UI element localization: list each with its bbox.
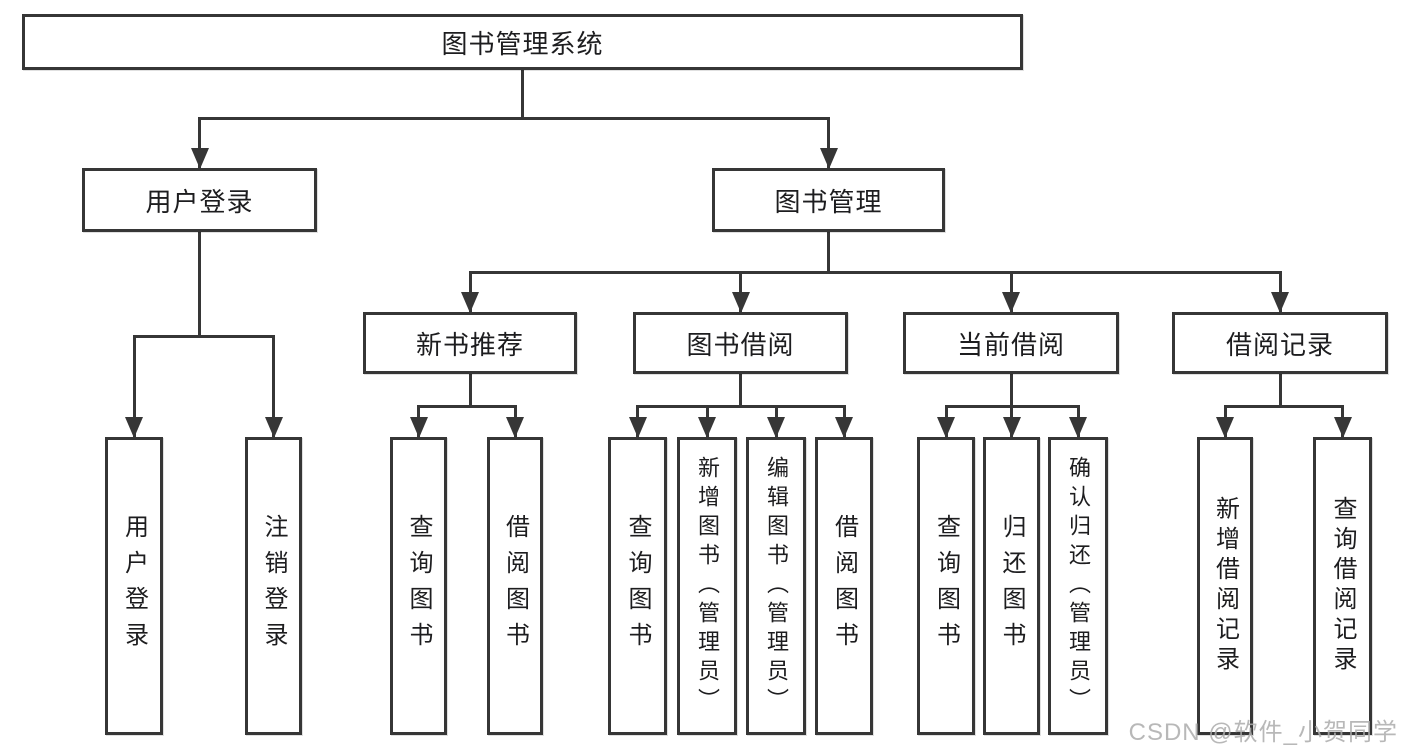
arrowhead-icon	[731, 292, 750, 313]
connector-line	[468, 374, 472, 405]
connector-line	[198, 232, 201, 335]
diagram-node-newbook: 新书推荐	[363, 312, 577, 374]
diagram-node-r1: 新增借阅记录	[1197, 437, 1253, 735]
connector-line	[417, 405, 517, 408]
diagram-node-u2: 注销登录	[245, 437, 302, 735]
node-label: 借阅记录	[1225, 329, 1334, 360]
diagram-node-login: 用户登录	[82, 168, 317, 232]
connector-line	[1009, 374, 1013, 405]
diagram-node-c1: 查询图书	[917, 437, 975, 735]
connector-line	[198, 117, 201, 168]
diagram-node-mgmt: 图书管理	[712, 168, 945, 232]
arrowhead-icon	[1002, 292, 1020, 313]
arrowhead-icon	[835, 417, 853, 438]
csdn-watermark: CSDN @软件_小贺同学	[1128, 719, 1398, 746]
diagram-node-c2: 归还图书	[983, 437, 1040, 735]
diagram-node-n1: 查询图书	[390, 437, 447, 735]
arrowhead-icon	[767, 417, 785, 438]
arrowhead-icon	[819, 148, 838, 169]
connector-line	[1278, 374, 1282, 405]
connector-line	[827, 232, 830, 271]
node-label: 图书管理	[774, 186, 883, 217]
arrowhead-icon	[409, 417, 428, 438]
connector-line	[1009, 271, 1013, 312]
connector-line	[521, 70, 524, 117]
diagram-node-n2: 借阅图书	[487, 437, 543, 735]
diagram-node-c3: 确认归还（管理员）	[1048, 437, 1108, 735]
node-label: 查询图书	[624, 514, 651, 658]
diagram-node-root: 图书管理系统	[22, 14, 1023, 70]
connector-line	[468, 271, 472, 312]
diagram-node-r2: 查询借阅记录	[1313, 437, 1372, 735]
node-label: 新增借阅记录	[1211, 496, 1239, 676]
node-label: 借阅图书	[501, 514, 529, 658]
arrowhead-icon	[1216, 417, 1234, 438]
node-label: 用户登录	[145, 186, 254, 217]
arrowhead-icon	[125, 417, 143, 438]
connector-line	[636, 405, 846, 408]
connector-line	[198, 117, 830, 120]
node-label: 确认归还（管理员）	[1066, 455, 1091, 717]
node-label: 归还图书	[998, 514, 1025, 658]
arrowhead-icon	[628, 417, 647, 438]
node-label: 当前借阅	[956, 329, 1065, 360]
arrowhead-icon	[264, 417, 283, 438]
connector-line	[739, 374, 742, 405]
diagram-node-u1: 用户登录	[105, 437, 163, 735]
node-label: 图书管理系统	[441, 28, 604, 59]
diagram-node-b4: 借阅图书	[815, 437, 873, 735]
arrowhead-icon	[190, 148, 209, 169]
node-label: 用户登录	[120, 514, 148, 658]
node-label: 图书借阅	[686, 329, 795, 360]
connector-line	[827, 117, 830, 168]
node-label: 注销登录	[260, 514, 287, 658]
node-label: 借阅图书	[830, 514, 858, 658]
arrowhead-icon	[1069, 417, 1087, 438]
arrowhead-icon	[1333, 417, 1352, 438]
arrowhead-icon	[461, 292, 479, 313]
arrowhead-icon	[1271, 292, 1289, 313]
connector-line	[132, 335, 275, 338]
diagram-node-record: 借阅记录	[1172, 312, 1388, 374]
diagram-node-borrow: 图书借阅	[633, 312, 848, 374]
arrowhead-icon	[937, 417, 955, 438]
connector-line	[272, 335, 275, 437]
connector-line	[468, 271, 1282, 274]
arrowhead-icon	[506, 417, 524, 438]
diagram-node-b1: 查询图书	[608, 437, 667, 735]
connector-line	[739, 271, 742, 312]
node-label: 查询图书	[405, 514, 432, 658]
diagram-node-b3: 编辑图书（管理员）	[746, 437, 806, 735]
arrowhead-icon	[698, 417, 716, 438]
connector-line	[132, 335, 136, 437]
node-label: 查询借阅记录	[1329, 496, 1356, 676]
node-label: 新书推荐	[415, 329, 524, 360]
arrowhead-icon	[1002, 417, 1021, 438]
node-label: 新增图书（管理员）	[695, 455, 720, 717]
diagram-node-current: 当前借阅	[903, 312, 1119, 374]
diagram-node-b2: 新增图书（管理员）	[677, 437, 737, 735]
connector-line	[1223, 405, 1344, 408]
connector-line	[1278, 271, 1282, 312]
node-label: 查询图书	[932, 514, 960, 658]
node-label: 编辑图书（管理员）	[764, 455, 789, 717]
